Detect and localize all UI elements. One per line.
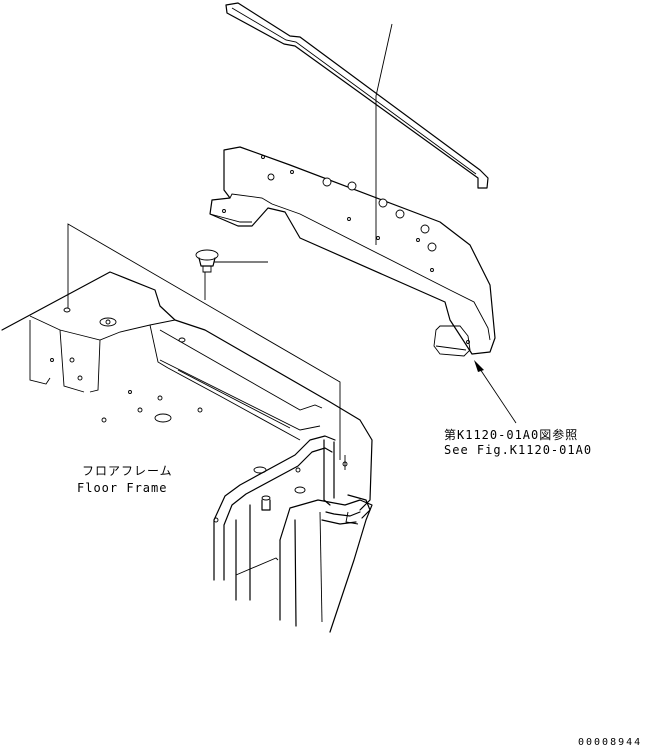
vertical-post [279, 494, 373, 633]
leader-lines-strip [375, 23, 393, 245]
floor-frame [1, 271, 373, 523]
reference-label-en: See Fig.K1120-01A0 [444, 443, 593, 457]
handrail-pipes [213, 435, 336, 601]
bolt-part [195, 249, 268, 300]
handrail-loop [321, 511, 361, 525]
reference-label-ja: 第K1120-01A0図参照 [444, 428, 579, 442]
floor-frame-label-en: Floor Frame [77, 481, 168, 495]
floor-frame-label-ja: フロアフレーム [82, 464, 173, 478]
reference-arrow [474, 360, 517, 424]
drawing-number: 00008944 [578, 737, 643, 748]
bracket-plate [209, 146, 496, 357]
leader-lines-floor [67, 223, 341, 460]
strip-part [225, 2, 489, 189]
